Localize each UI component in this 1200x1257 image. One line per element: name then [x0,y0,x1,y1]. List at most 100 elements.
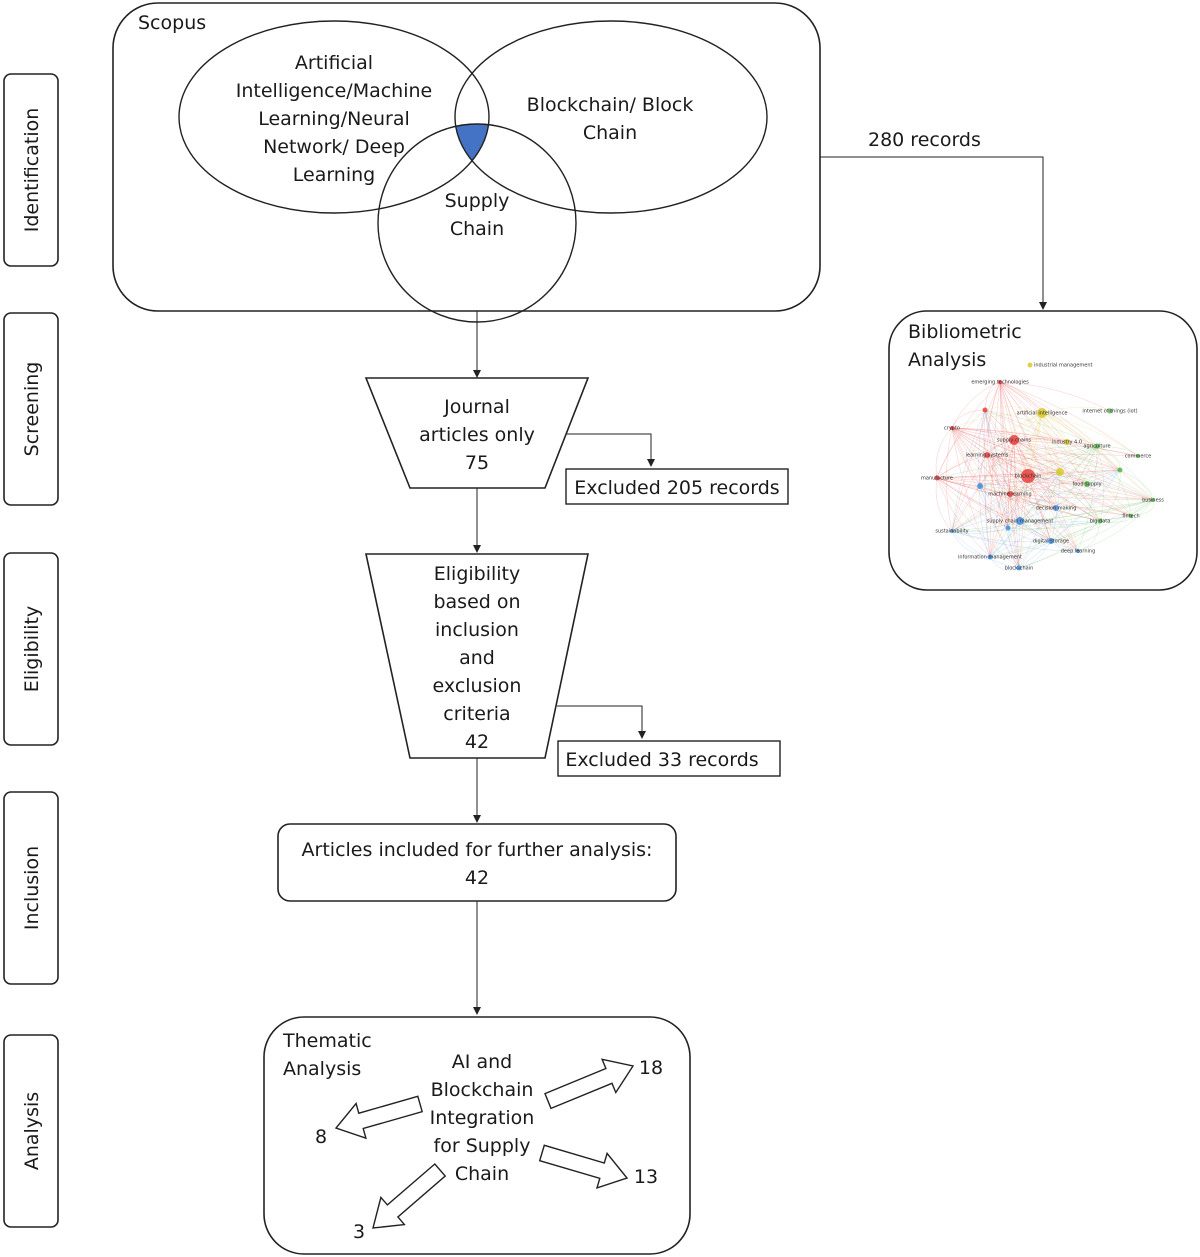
network-node [950,529,954,533]
network-node [1151,498,1155,502]
network-edge [986,454,1154,501]
network-edge [935,477,953,532]
network-node-label: learning systems [966,453,1009,459]
network-node-label: emerging technologies [971,380,1029,386]
network-edge [1027,475,1154,501]
stage-inclusion-label: Inclusion [21,846,43,930]
network-node [1076,549,1080,553]
network-edge [979,381,1001,487]
network-edge [979,485,1101,522]
network-edge [1130,499,1155,517]
network-edge [951,427,1052,542]
network-edge [999,381,1009,529]
network-edge [1041,412,1098,447]
network-edge [951,530,991,558]
network-edge [935,427,953,479]
network-edge [999,381,1088,485]
network-edge [1077,445,1098,552]
network-edge [951,454,988,532]
network-edge [1013,439,1098,447]
network-edge [989,412,1043,558]
network-edge [986,454,1057,509]
theme-count-13: 13 [634,1166,658,1188]
network-edge [951,427,1132,517]
venn-blockchain-label: Blockchain/ Block Chain [527,94,694,144]
network-node [1097,518,1103,524]
network-edge [986,454,1020,569]
network-edge [986,454,1132,517]
network-edge [1096,445,1139,457]
network-edge [989,540,1052,558]
stage-analysis-label: Analysis [21,1092,43,1170]
network-node [1016,517,1024,525]
network-node-label: commerce [1125,454,1151,460]
network-edge [1013,439,1154,501]
network-node-label: deep learning [1061,549,1096,555]
network-edge [951,469,1121,532]
network-edge [951,427,1020,569]
network-edge [951,412,1043,429]
network-node-label: big data [1090,519,1111,525]
network-edge [984,409,1098,447]
network-edge [1059,471,1154,501]
network-edge [1041,412,1079,552]
network-node [1053,505,1059,511]
network-edge [979,469,1121,487]
network-edge [1009,471,1061,495]
network-edge [1041,406,1111,414]
network-edge [1050,445,1098,542]
svg-text:Chain: Chain [455,1163,509,1185]
journal-articles-filter: Journal articles only 75 [364,377,590,489]
network-edge [951,427,1021,522]
network-edge [1086,445,1099,485]
venn-diagram: Artificial Intelligence/Machine Learning… [178,20,768,323]
network-edge [936,477,1057,509]
network-edge [1018,471,1061,569]
network-edge [1007,520,1101,530]
stage-inclusion: Inclusion [3,791,59,985]
network-edge [979,485,1154,501]
network-edge [936,477,1079,552]
network-edge [984,409,1154,501]
network-edge [951,427,1121,471]
network-edge [984,409,1052,542]
network-edge [1041,412,1154,501]
svg-text:articles only: articles only [419,424,535,446]
network-edge [1018,445,1098,569]
network-edge [1013,439,1121,471]
network-edge [989,520,1021,558]
network-edge [951,527,1009,534]
network-edge [936,477,1154,501]
network-edge [984,409,1101,522]
network-edge [989,499,1154,558]
network-edge [951,445,1098,532]
scopus-label: Scopus [138,12,206,34]
network-edge [984,409,1009,529]
network-node [1007,491,1013,497]
network-edge [1041,412,1052,542]
stage-identification: Identification [3,73,59,267]
network-edge [1119,469,1154,501]
venn-circle-ai [178,20,490,214]
venn-supply-chain-label: Supply Chain [445,190,510,240]
network-node [998,380,1002,384]
network-edge [951,409,986,429]
network-edge [1041,412,1139,457]
network-edge [999,381,1154,501]
network-edge [951,499,1154,532]
network-edge [1018,469,1121,569]
network-edge [1055,499,1154,509]
block-arrow-left [334,1095,424,1140]
svg-text:Learning: Learning [293,164,376,186]
network-edge [951,381,1001,429]
arrow-to-excluded-205 [567,433,655,467]
network-edge [989,471,1061,558]
network-edge [1009,493,1132,517]
network-edge [1009,469,1121,495]
svg-text:Analysis: Analysis [283,1058,361,1080]
network-node [1056,468,1064,476]
network-edge [951,381,1001,532]
network-edge [1050,499,1154,542]
network-edge [951,427,1029,477]
network-edge [936,477,1020,569]
